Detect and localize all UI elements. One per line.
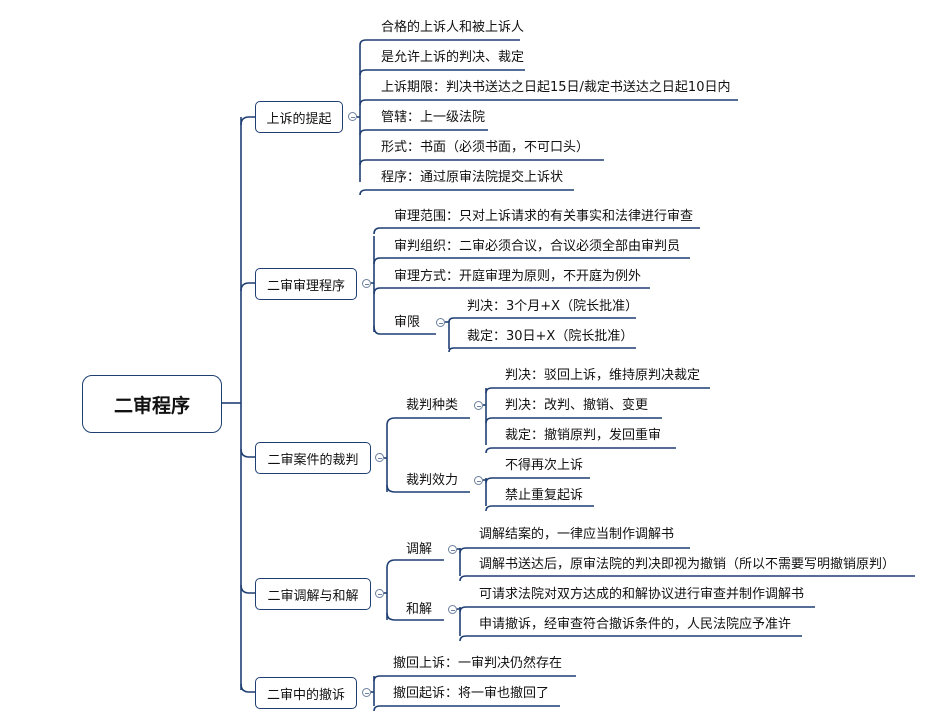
adjudication-type-1[interactable]: 判决：驳回上诉，维持原判决裁定 xyxy=(505,368,701,383)
appeal-filing-item-3[interactable]: 上诉期限：判决书送达之日起15日/裁定书送达之日起10日内 xyxy=(381,80,731,95)
trial-item-method[interactable]: 审理方式：开庭审理为原则，不开庭为例外 xyxy=(394,269,642,284)
adjudication-effect[interactable]: 裁判效力 xyxy=(406,473,459,488)
mediation-item-1[interactable]: 调解结案的，一律应当制作调解书 xyxy=(479,527,675,542)
trial-item-time-limit[interactable]: 审限 xyxy=(394,315,421,330)
collapse-toggle-icon[interactable] xyxy=(375,453,384,462)
adjudication-effect-1[interactable]: 不得再次上诉 xyxy=(505,458,584,473)
root-topic[interactable]: 二审程序 xyxy=(82,375,222,433)
mediation-label[interactable]: 调解 xyxy=(406,542,433,557)
trial-item-organization[interactable]: 审判组织：二审必须合议，合议必须全部由审判员 xyxy=(394,239,681,254)
collapse-toggle-icon[interactable] xyxy=(474,401,483,410)
appeal-filing-item-2[interactable]: 是允许上诉的判决、裁定 xyxy=(381,50,525,65)
collapse-toggle-icon[interactable] xyxy=(362,688,371,697)
branch-withdrawal[interactable]: 二审中的撤诉 xyxy=(255,677,357,709)
collapse-toggle-icon[interactable] xyxy=(436,318,445,327)
collapse-toggle-icon[interactable] xyxy=(348,112,357,121)
branch-mediation-settlement[interactable]: 二审调解与和解 xyxy=(255,578,371,610)
mediation-item-2[interactable]: 调解书送达后，原审法院的判决即视为撤销（所以不需要写明撤销原判） xyxy=(479,557,896,572)
adjudication-type-3[interactable]: 裁定：撤销原判，发回重审 xyxy=(505,428,662,443)
appeal-filing-item-1[interactable]: 合格的上诉人和被上诉人 xyxy=(381,20,525,35)
adjudication-effect-2[interactable]: 禁止重复起诉 xyxy=(505,488,584,503)
appeal-filing-item-4[interactable]: 管辖：上一级法院 xyxy=(381,110,486,125)
appeal-filing-item-6[interactable]: 程序：通过原审法院提交上诉状 xyxy=(381,170,564,185)
collapse-toggle-icon[interactable] xyxy=(448,605,457,614)
trial-item-scope[interactable]: 审理范围：只对上诉请求的有关事实和法律进行审查 xyxy=(394,209,694,224)
settlement-item-2[interactable]: 申请撤诉，经审查符合撤诉条件的，人民法院应予准许 xyxy=(479,617,792,632)
branch-appeal-filing[interactable]: 上诉的提起 xyxy=(255,101,343,133)
settlement-item-1[interactable]: 可请求法院对双方达成的和解协议进行审查并制作调解书 xyxy=(479,587,805,602)
adjudication-type-2[interactable]: 判决：改判、撤销、变更 xyxy=(505,398,649,413)
appeal-filing-item-5[interactable]: 形式：书面（必须书面，不可口头） xyxy=(381,140,590,155)
branch-trial-procedure[interactable]: 二审审理程序 xyxy=(255,268,357,300)
branch-adjudication[interactable]: 二审案件的裁判 xyxy=(255,442,371,474)
settlement-label[interactable]: 和解 xyxy=(406,602,433,617)
withdrawal-appeal[interactable]: 撤回上诉：一审判决仍然存在 xyxy=(393,656,563,671)
collapse-toggle-icon[interactable] xyxy=(375,589,384,598)
withdrawal-suit[interactable]: 撤回起诉：将一审也撤回了 xyxy=(393,686,550,701)
collapse-toggle-icon[interactable] xyxy=(474,476,483,485)
time-limit-judgment[interactable]: 判决：3个月+X（院长批准） xyxy=(467,299,639,314)
time-limit-ruling[interactable]: 裁定：30日+X（院长批准） xyxy=(467,329,634,344)
collapse-toggle-icon[interactable] xyxy=(362,279,371,288)
collapse-toggle-icon[interactable] xyxy=(448,545,457,554)
adjudication-types[interactable]: 裁判种类 xyxy=(406,398,459,413)
